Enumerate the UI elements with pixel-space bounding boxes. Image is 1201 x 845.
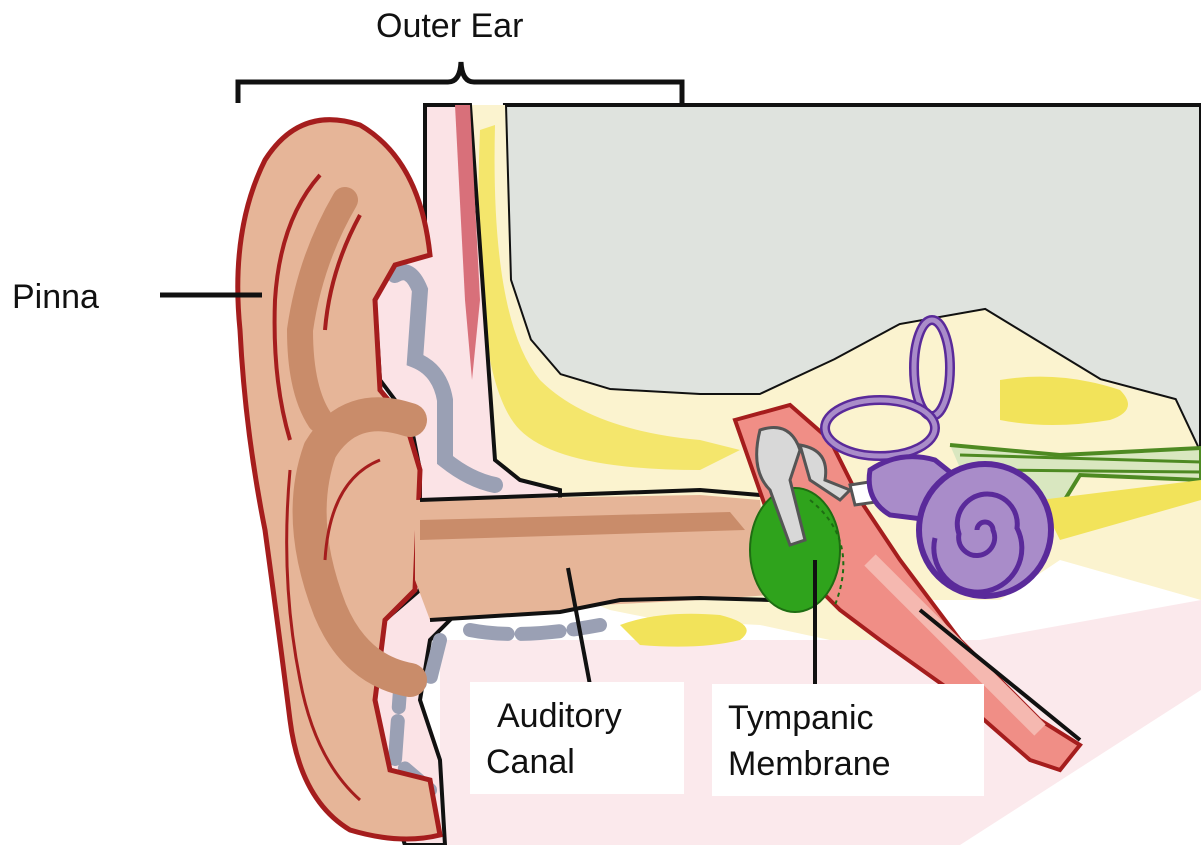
- outer-ear-label: Outer Ear: [376, 6, 523, 46]
- auditory-canal-label-line1: Auditory: [497, 696, 622, 736]
- pinna-label: Pinna: [12, 277, 99, 317]
- tympanic-membrane-label-line1: Tympanic: [728, 698, 874, 738]
- tympanic-membrane-label-line2: Membrane: [728, 744, 891, 784]
- bone-marrow-lower: [620, 614, 747, 647]
- outer-ear-bracket: [238, 62, 682, 103]
- auditory-canal-label-line2: Canal: [486, 742, 575, 782]
- cochlea: [919, 464, 1051, 596]
